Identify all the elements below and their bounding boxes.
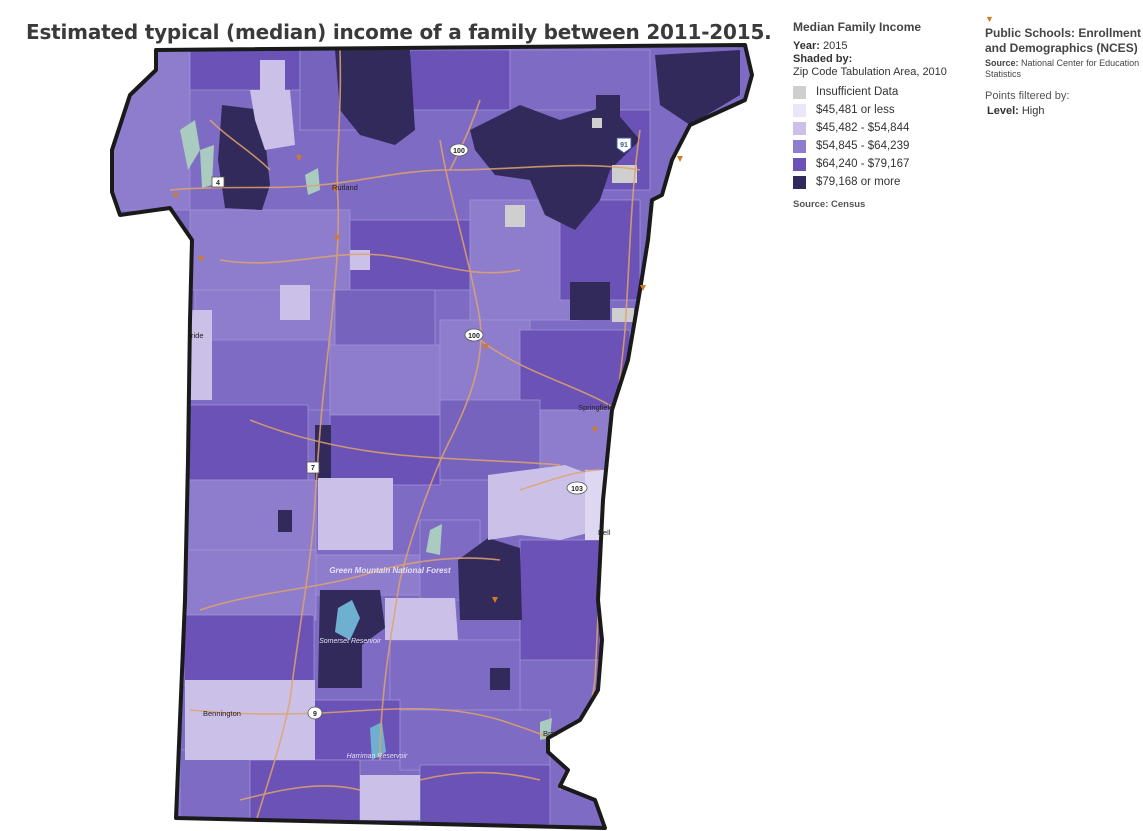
points-heading: Public Schools: Enrollment and Demograph…	[985, 26, 1142, 55]
interstate-91-label: 91	[620, 142, 628, 149]
bennington-label: Bennington	[203, 709, 241, 718]
points-layer-legend: ▼ Public Schools: Enrollment and Demogra…	[985, 14, 1143, 117]
route-4-shield: 4	[211, 176, 225, 188]
map-title: Estimated typical (median) income of a f…	[26, 20, 772, 44]
route-shields: 100 100 4 7 9 103 91	[211, 137, 632, 720]
route-4-label: 4	[216, 180, 220, 187]
harriman-label: Harriman Reservoir	[347, 753, 408, 760]
legend-class-1: $45,481 or less	[793, 101, 973, 119]
somerset-label: Somerset Reservoir	[319, 638, 382, 645]
legend-shaded-label: Shaded by:	[793, 53, 853, 65]
legend-class-4: $64,240 - $79,167	[793, 155, 973, 173]
legend-year-value: 2015	[822, 40, 848, 52]
route-9-shield: 9	[307, 706, 323, 720]
legend-shaded-value: Zip Code Tabulation Area, 2010	[793, 66, 947, 78]
triangle-marker-icon: ▼	[985, 14, 994, 24]
map-legend: Median Family Income Year: 2015 Shaded b…	[793, 20, 973, 210]
legend-class-2: $45,482 - $54,844	[793, 119, 973, 137]
points-filter-label: Points filtered by:	[985, 90, 1070, 102]
route-100-north-label: 100	[453, 148, 465, 155]
route-100-north-shield: 100	[449, 143, 469, 157]
legend-class-3: $54,845 - $64,239	[793, 137, 973, 155]
ride-label: ride	[191, 331, 204, 340]
route-7-shield: 7	[306, 461, 320, 474]
brat-label: Brat	[543, 729, 558, 738]
legend-classes: Insufficient Data $45,481 or less $45,48…	[793, 83, 973, 191]
legend-source: Source: Census	[793, 199, 866, 210]
forest-label: Green Mountain National Forest	[329, 566, 451, 575]
bell-label: Bell	[598, 528, 611, 537]
route-100-central-shield: 100	[464, 328, 484, 342]
interstate-91-shield: 91	[616, 137, 632, 154]
rutland-label: Rutland	[332, 183, 358, 192]
legend-swatch	[793, 175, 806, 189]
legend-swatch	[793, 157, 806, 171]
route-103-label: 103	[571, 486, 583, 493]
legend-year: Year: 2015	[793, 40, 973, 52]
route-9-label: 9	[313, 711, 317, 718]
legend-swatch	[793, 85, 806, 99]
points-source: Source: National Center for Education St…	[985, 58, 1140, 79]
legend-swatch	[793, 103, 806, 117]
route-7-label: 7	[311, 465, 315, 472]
place-labels: Rutland Springfield Bennington ride Bell…	[191, 183, 613, 760]
zip-regions	[112, 45, 752, 828]
legend-swatch	[793, 139, 806, 153]
legend-class-5: $79,168 or more	[793, 173, 973, 191]
springfield-label: Springfield	[578, 403, 613, 412]
route-103-shield: 103	[566, 481, 588, 495]
route-100-central-label: 100	[468, 333, 480, 340]
points-filter-level: Level: High	[987, 105, 1045, 117]
legend-heading: Median Family Income	[793, 20, 922, 34]
school-markers[interactable]	[173, 155, 683, 603]
legend-year-label: Year:	[793, 40, 820, 52]
legend-swatch	[793, 121, 806, 135]
legend-class-insufficient: Insufficient Data	[793, 83, 973, 101]
